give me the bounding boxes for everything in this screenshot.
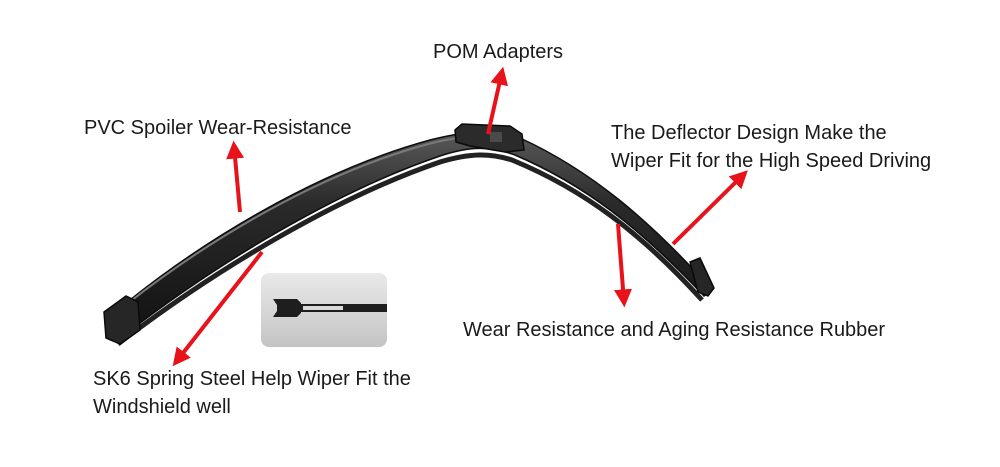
- left-end-cap: [103, 295, 141, 345]
- spring-steel-label-line1: SK6 Spring Steel Help Wiper Fit the: [93, 368, 411, 390]
- right-end-cap: [689, 257, 715, 297]
- deflector-label: The Deflector Design Make the Wiper Fit …: [611, 119, 931, 175]
- spring-steel-label-line2: Windshield well: [93, 396, 231, 418]
- pvc-spoiler-label: PVC Spoiler Wear-Resistance: [84, 117, 352, 139]
- arrow-rubber: [614, 223, 633, 308]
- steel-cross-section-inset: [261, 273, 387, 347]
- spring-steel-cross-section-icon: [273, 299, 387, 317]
- arrow-deflector: [671, 170, 748, 246]
- deflector-label-line1: The Deflector Design Make the: [611, 122, 887, 144]
- wiper-rubber-strip: [116, 152, 704, 346]
- arrow-steel: [172, 250, 264, 367]
- rubber-label: Wear Resistance and Aging Resistance Rub…: [463, 319, 886, 341]
- spring-steel-label: SK6 Spring Steel Help Wiper Fit the Wind…: [93, 365, 411, 421]
- arrow-pvc: [226, 140, 245, 213]
- deflector-label-line2: Wiper Fit for the High Speed Driving: [611, 150, 932, 172]
- arrow-pom: [486, 66, 509, 135]
- adapter-clip: [490, 132, 502, 142]
- pom-adapter: [454, 123, 525, 153]
- pom-adapters-label: POM Adapters: [433, 41, 564, 63]
